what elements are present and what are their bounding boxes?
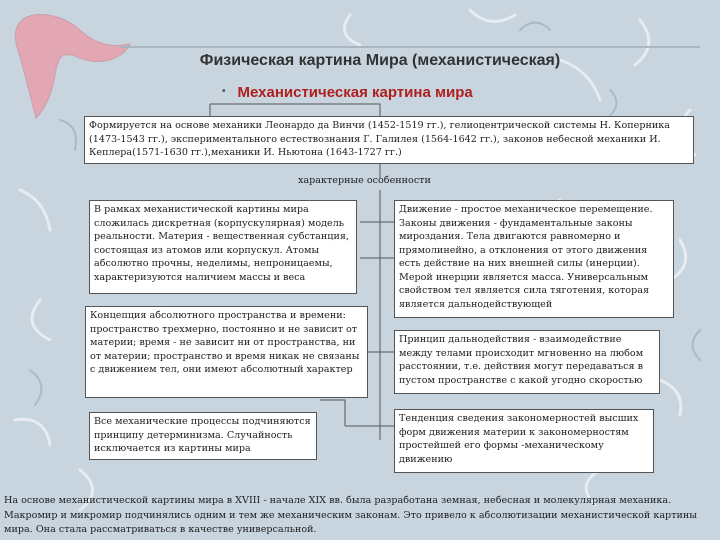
features-label: характерные особенности xyxy=(298,175,431,186)
right-box-reduction: Тенденция сведения закономерностей высши… xyxy=(394,409,654,473)
right-box-text: Принцип дальнодействия - взаимодействие … xyxy=(399,334,644,386)
right-box-text: Движение - простое механическое перемеще… xyxy=(399,204,653,310)
boomerang-icon xyxy=(14,13,131,119)
left-box-matter: В рамках механистической картины мира сл… xyxy=(89,200,357,294)
right-box-motion: Движение - простое механическое перемеще… xyxy=(394,200,674,318)
page-title: Физическая картина Мира (механистическая… xyxy=(199,52,561,69)
subtitle-bullet: • Механистическая картина мира xyxy=(222,80,473,104)
conclusion-text: На основе механистической картины мира в… xyxy=(4,495,697,535)
left-box-text: Все механические процессы подчиняются пр… xyxy=(94,416,311,454)
formation-box: Формируется на основе механики Леонардо … xyxy=(84,116,694,164)
subtitle: Механистическая картина мира xyxy=(237,84,473,101)
right-box-text: Тенденция сведения закономерностей высши… xyxy=(399,413,639,465)
right-box-action-at-distance: Принцип дальнодействия - взаимодействие … xyxy=(394,330,660,394)
formation-text: Формируется на основе механики Леонардо … xyxy=(89,120,670,158)
bullet-icon: • xyxy=(222,86,226,97)
title-rule xyxy=(120,46,700,48)
left-box-determinism: Все механические процессы подчиняются пр… xyxy=(89,412,317,460)
left-box-text: Концепция абсолютного пространства и вре… xyxy=(90,310,360,375)
left-box-text: В рамках механистической картины мира сл… xyxy=(94,204,349,283)
left-box-space-time: Концепция абсолютного пространства и вре… xyxy=(85,306,368,398)
